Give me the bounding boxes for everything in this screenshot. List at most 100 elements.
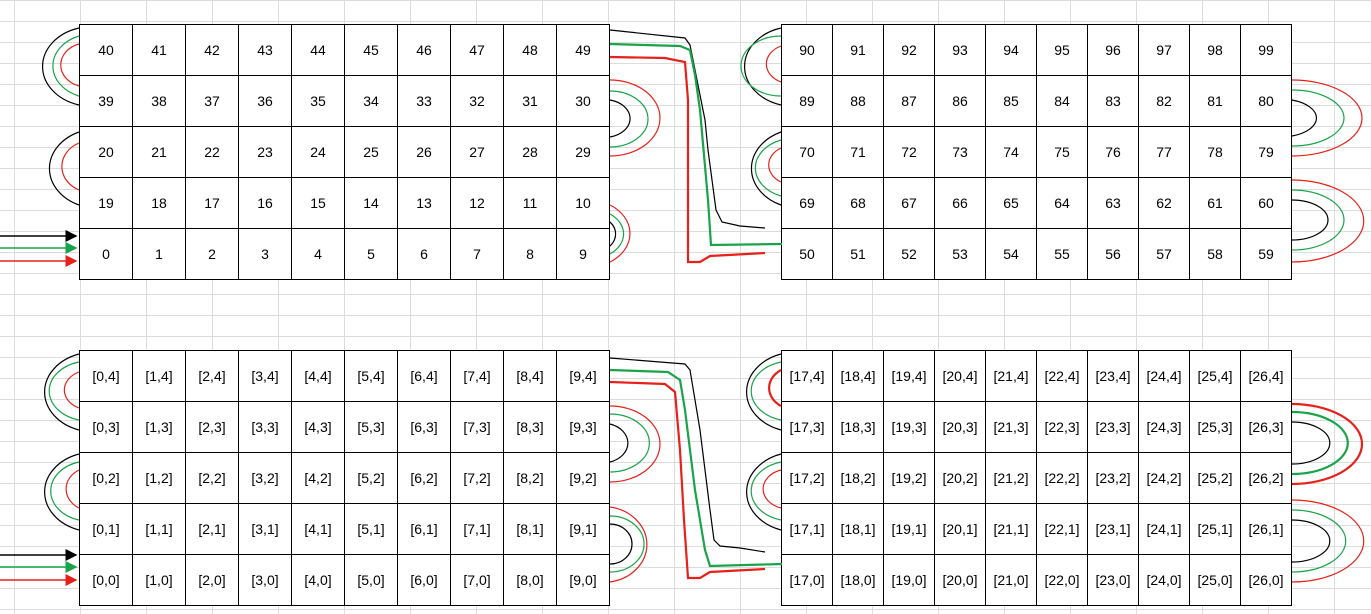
- grid-cell: 62: [1139, 178, 1190, 229]
- grid-cell: 85: [986, 76, 1037, 127]
- grid-cell: [6,3]: [398, 402, 451, 453]
- grid-cell: 95: [1037, 25, 1088, 76]
- grid-cell: [7,3]: [451, 402, 504, 453]
- grid-cell: [21,3]: [986, 402, 1037, 453]
- grid-cell: [21,1]: [986, 504, 1037, 555]
- transfer-path-black-bottom: [609, 357, 766, 553]
- grid-cell: 88: [833, 76, 884, 127]
- grid-cell: 69: [782, 178, 833, 229]
- grid-cell: [25,0]: [1190, 555, 1241, 606]
- grid-cell: 8: [504, 229, 557, 280]
- grid-cell: [2,3]: [186, 402, 239, 453]
- grid-cell: [17,4]: [782, 351, 833, 402]
- grid-cell: 83: [1088, 76, 1139, 127]
- grid-cell: [8,4]: [504, 351, 557, 402]
- grid-cell: 31: [504, 76, 557, 127]
- grid-cell: [0,3]: [80, 402, 133, 453]
- grid-cell: 58: [1190, 229, 1241, 280]
- grid-cell: 1: [133, 229, 186, 280]
- grid-cell: 87: [884, 76, 935, 127]
- grid-cell: 2: [186, 229, 239, 280]
- grid-cell: [0,0]: [80, 555, 133, 606]
- grid-cell: 54: [986, 229, 1037, 280]
- grid-cell: 34: [345, 76, 398, 127]
- grid-cell: 63: [1088, 178, 1139, 229]
- grid-cell: 90: [782, 25, 833, 76]
- grid-cell: 64: [1037, 178, 1088, 229]
- grid-cell: [6,0]: [398, 555, 451, 606]
- grid-cell: 79: [1241, 127, 1292, 178]
- grid-cell: 27: [451, 127, 504, 178]
- grid-cell: [18,3]: [833, 402, 884, 453]
- grid-cell: [17,1]: [782, 504, 833, 555]
- grid-cell: [23,4]: [1088, 351, 1139, 402]
- u-turn-right-lower: [609, 204, 631, 263]
- grid-cell: [7,0]: [451, 555, 504, 606]
- grid-cell: [2,2]: [186, 453, 239, 504]
- grid-cell: 12: [451, 178, 504, 229]
- grid-cell: 10: [557, 178, 610, 229]
- grid-cell: [19,1]: [884, 504, 935, 555]
- grid-cell: 45: [345, 25, 398, 76]
- grid-cell: [18,1]: [833, 504, 884, 555]
- grid-cell: [0,1]: [80, 504, 133, 555]
- grid-cell: [21,4]: [986, 351, 1037, 402]
- grid-cell: [3,0]: [239, 555, 292, 606]
- grid-cell: 35: [292, 76, 345, 127]
- grid-cell: [3,4]: [239, 351, 292, 402]
- transfer-path-red-bottom: [609, 380, 766, 580]
- grid-cell: [25,4]: [1190, 351, 1241, 402]
- grid-cell: 24: [292, 127, 345, 178]
- grid-cell: [4,1]: [292, 504, 345, 555]
- u-turn-right-upper: [609, 79, 661, 157]
- grid-cell: 11: [504, 178, 557, 229]
- grid-cell: [2,1]: [186, 504, 239, 555]
- grid-cell: 7: [451, 229, 504, 280]
- grid-cell: 48: [504, 25, 557, 76]
- grid-cell: [7,1]: [451, 504, 504, 555]
- grid-cell: 20: [80, 127, 133, 178]
- grid-cell: 13: [398, 178, 451, 229]
- u-turn-left-lower: [48, 131, 80, 206]
- grid-cell: [24,3]: [1139, 402, 1190, 453]
- grid-cell: [18,4]: [833, 351, 884, 402]
- grid-cell: [1,1]: [133, 504, 186, 555]
- grid-cell: [23,2]: [1088, 453, 1139, 504]
- u-turn-bottom-right-grid-right-upper: [1291, 402, 1364, 486]
- grid-cell: 29: [557, 127, 610, 178]
- bottom-right-coordinate-grid: [17,4][18,4][19,4][20,4][21,4][22,4][23,…: [781, 350, 1292, 606]
- grid-cell: [4,4]: [292, 351, 345, 402]
- grid-cell: 39: [80, 76, 133, 127]
- grid-cell: 18: [133, 178, 186, 229]
- grid-cell: 22: [186, 127, 239, 178]
- grid-cell: 38: [133, 76, 186, 127]
- grid-cell: [19,2]: [884, 453, 935, 504]
- grid-cell: [2,4]: [186, 351, 239, 402]
- grid-cell: 14: [345, 178, 398, 229]
- grid-cell: [22,0]: [1037, 555, 1088, 606]
- grid-cell: [17,3]: [782, 402, 833, 453]
- grid-cell: 73: [935, 127, 986, 178]
- grid-cell: [20,2]: [935, 453, 986, 504]
- grid-cell: [25,3]: [1190, 402, 1241, 453]
- grid-cell: 21: [133, 127, 186, 178]
- grid-cell: [0,4]: [80, 351, 133, 402]
- grid-cell: 49: [557, 25, 610, 76]
- u-turn-bottom-right-grid-right-lower: [1291, 499, 1365, 583]
- grid-cell: [22,2]: [1037, 453, 1088, 504]
- grid-cell: [26,3]: [1241, 402, 1292, 453]
- grid-cell: 89: [782, 76, 833, 127]
- grid-cell: [21,2]: [986, 453, 1037, 504]
- grid-cell: 78: [1190, 127, 1241, 178]
- grid-cell: [3,1]: [239, 504, 292, 555]
- grid-cell: 94: [986, 25, 1037, 76]
- grid-cell: 55: [1037, 229, 1088, 280]
- grid-cell: 61: [1190, 178, 1241, 229]
- grid-cell: [1,2]: [133, 453, 186, 504]
- transfer-path-red-top: [609, 55, 766, 264]
- grid-cell: [17,0]: [782, 555, 833, 606]
- grid-cell: 70: [782, 127, 833, 178]
- grid-cell: [26,2]: [1241, 453, 1292, 504]
- u-turn-bottom-right-lower: [609, 506, 648, 583]
